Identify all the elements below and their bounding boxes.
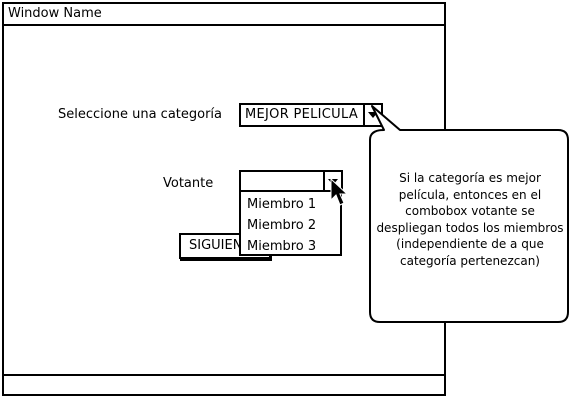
status-bar	[4, 374, 444, 394]
voter-dropdown-list: Miembro 1 Miembro 2 Miembro 3	[239, 190, 342, 256]
category-label: Seleccione una categoría	[58, 107, 223, 122]
voter-combobox[interactable]	[239, 170, 343, 192]
list-item-miembro-1[interactable]: Miembro 1	[247, 197, 317, 212]
callout-bubble	[369, 105, 569, 323]
list-item-miembro-2[interactable]: Miembro 2	[247, 218, 317, 233]
voter-label: Votante	[163, 176, 214, 191]
category-value: MEJOR PELICULA	[245, 107, 359, 122]
window-title: Window Name	[4, 4, 444, 26]
list-item-miembro-3[interactable]: Miembro 3	[247, 239, 317, 254]
mouse-cursor-icon	[330, 178, 349, 206]
category-combobox[interactable]: MEJOR PELICULA	[239, 103, 383, 127]
callout-note: Si la categoría es mejor película, enton…	[376, 171, 564, 268]
